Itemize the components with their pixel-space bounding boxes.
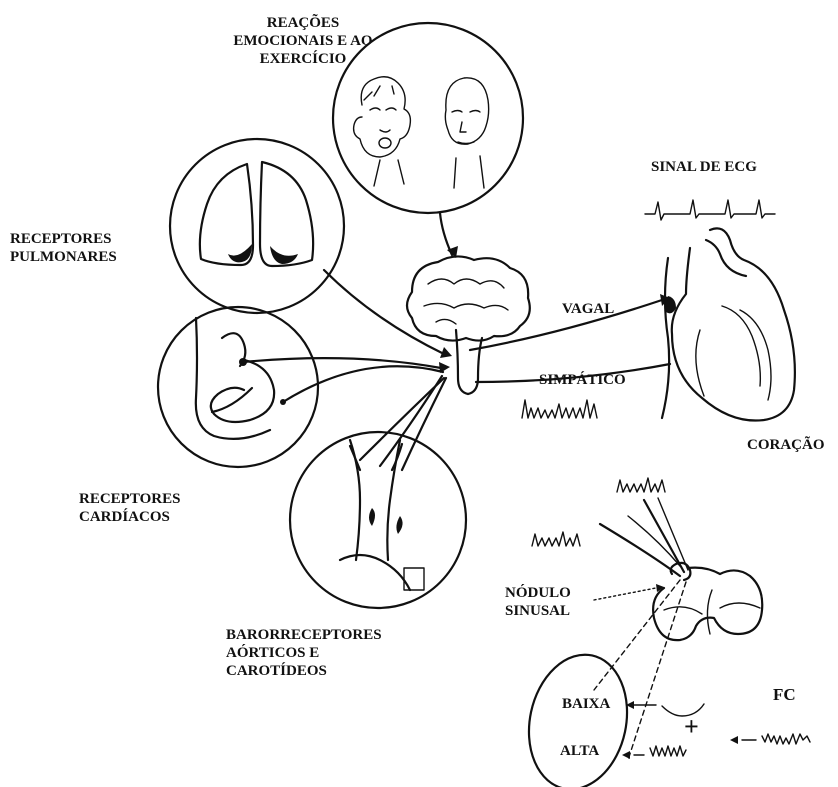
label-baro-line2: AÓRTICOS E: [226, 644, 319, 662]
baroreceptors-circle: [290, 432, 466, 608]
label-sinus-node-line2: SINUSAL: [505, 602, 570, 620]
label-baro-line1: BARORRECEPTORES: [226, 626, 382, 644]
label-cardiac-line1: RECEPTORES: [79, 490, 180, 508]
label-low: BAIXA: [562, 695, 610, 713]
ecg-signal-trace: [645, 200, 775, 220]
label-emotions-line1: REAÇÕES: [228, 14, 378, 32]
heart: [662, 228, 795, 420]
sympathetic-wave: [522, 400, 597, 418]
plus-sign: +: [684, 714, 699, 740]
brain: [407, 256, 530, 394]
label-ecg-signal: SINAL DE ECG: [651, 158, 757, 176]
label-emotions-line3: EXERCÍCIO: [228, 50, 378, 68]
label-pulmonary-line2: PULMONARES: [10, 248, 117, 266]
label-heart: CORAÇÃO: [747, 436, 825, 454]
label-pulmonary-line1: RECEPTORES: [10, 230, 111, 248]
label-emotions-line2: EMOCIONAIS E AO: [193, 32, 413, 50]
label-sympathetic: SIMPÁTICO: [539, 371, 626, 389]
label-cardiac-line2: CARDÍACOS: [79, 508, 170, 526]
label-baro-line3: CAROTÍDEOS: [226, 662, 327, 680]
label-sinus-node-line1: NÓDULO: [505, 584, 571, 602]
lungs-circle: [170, 139, 344, 313]
label-high: ALTA: [560, 742, 599, 760]
cardiac-receptors-circle: [158, 307, 318, 467]
label-heart-rate: FC: [773, 686, 796, 704]
sinus-node-inset: [517, 478, 810, 787]
label-vagal: VAGAL: [562, 300, 614, 318]
